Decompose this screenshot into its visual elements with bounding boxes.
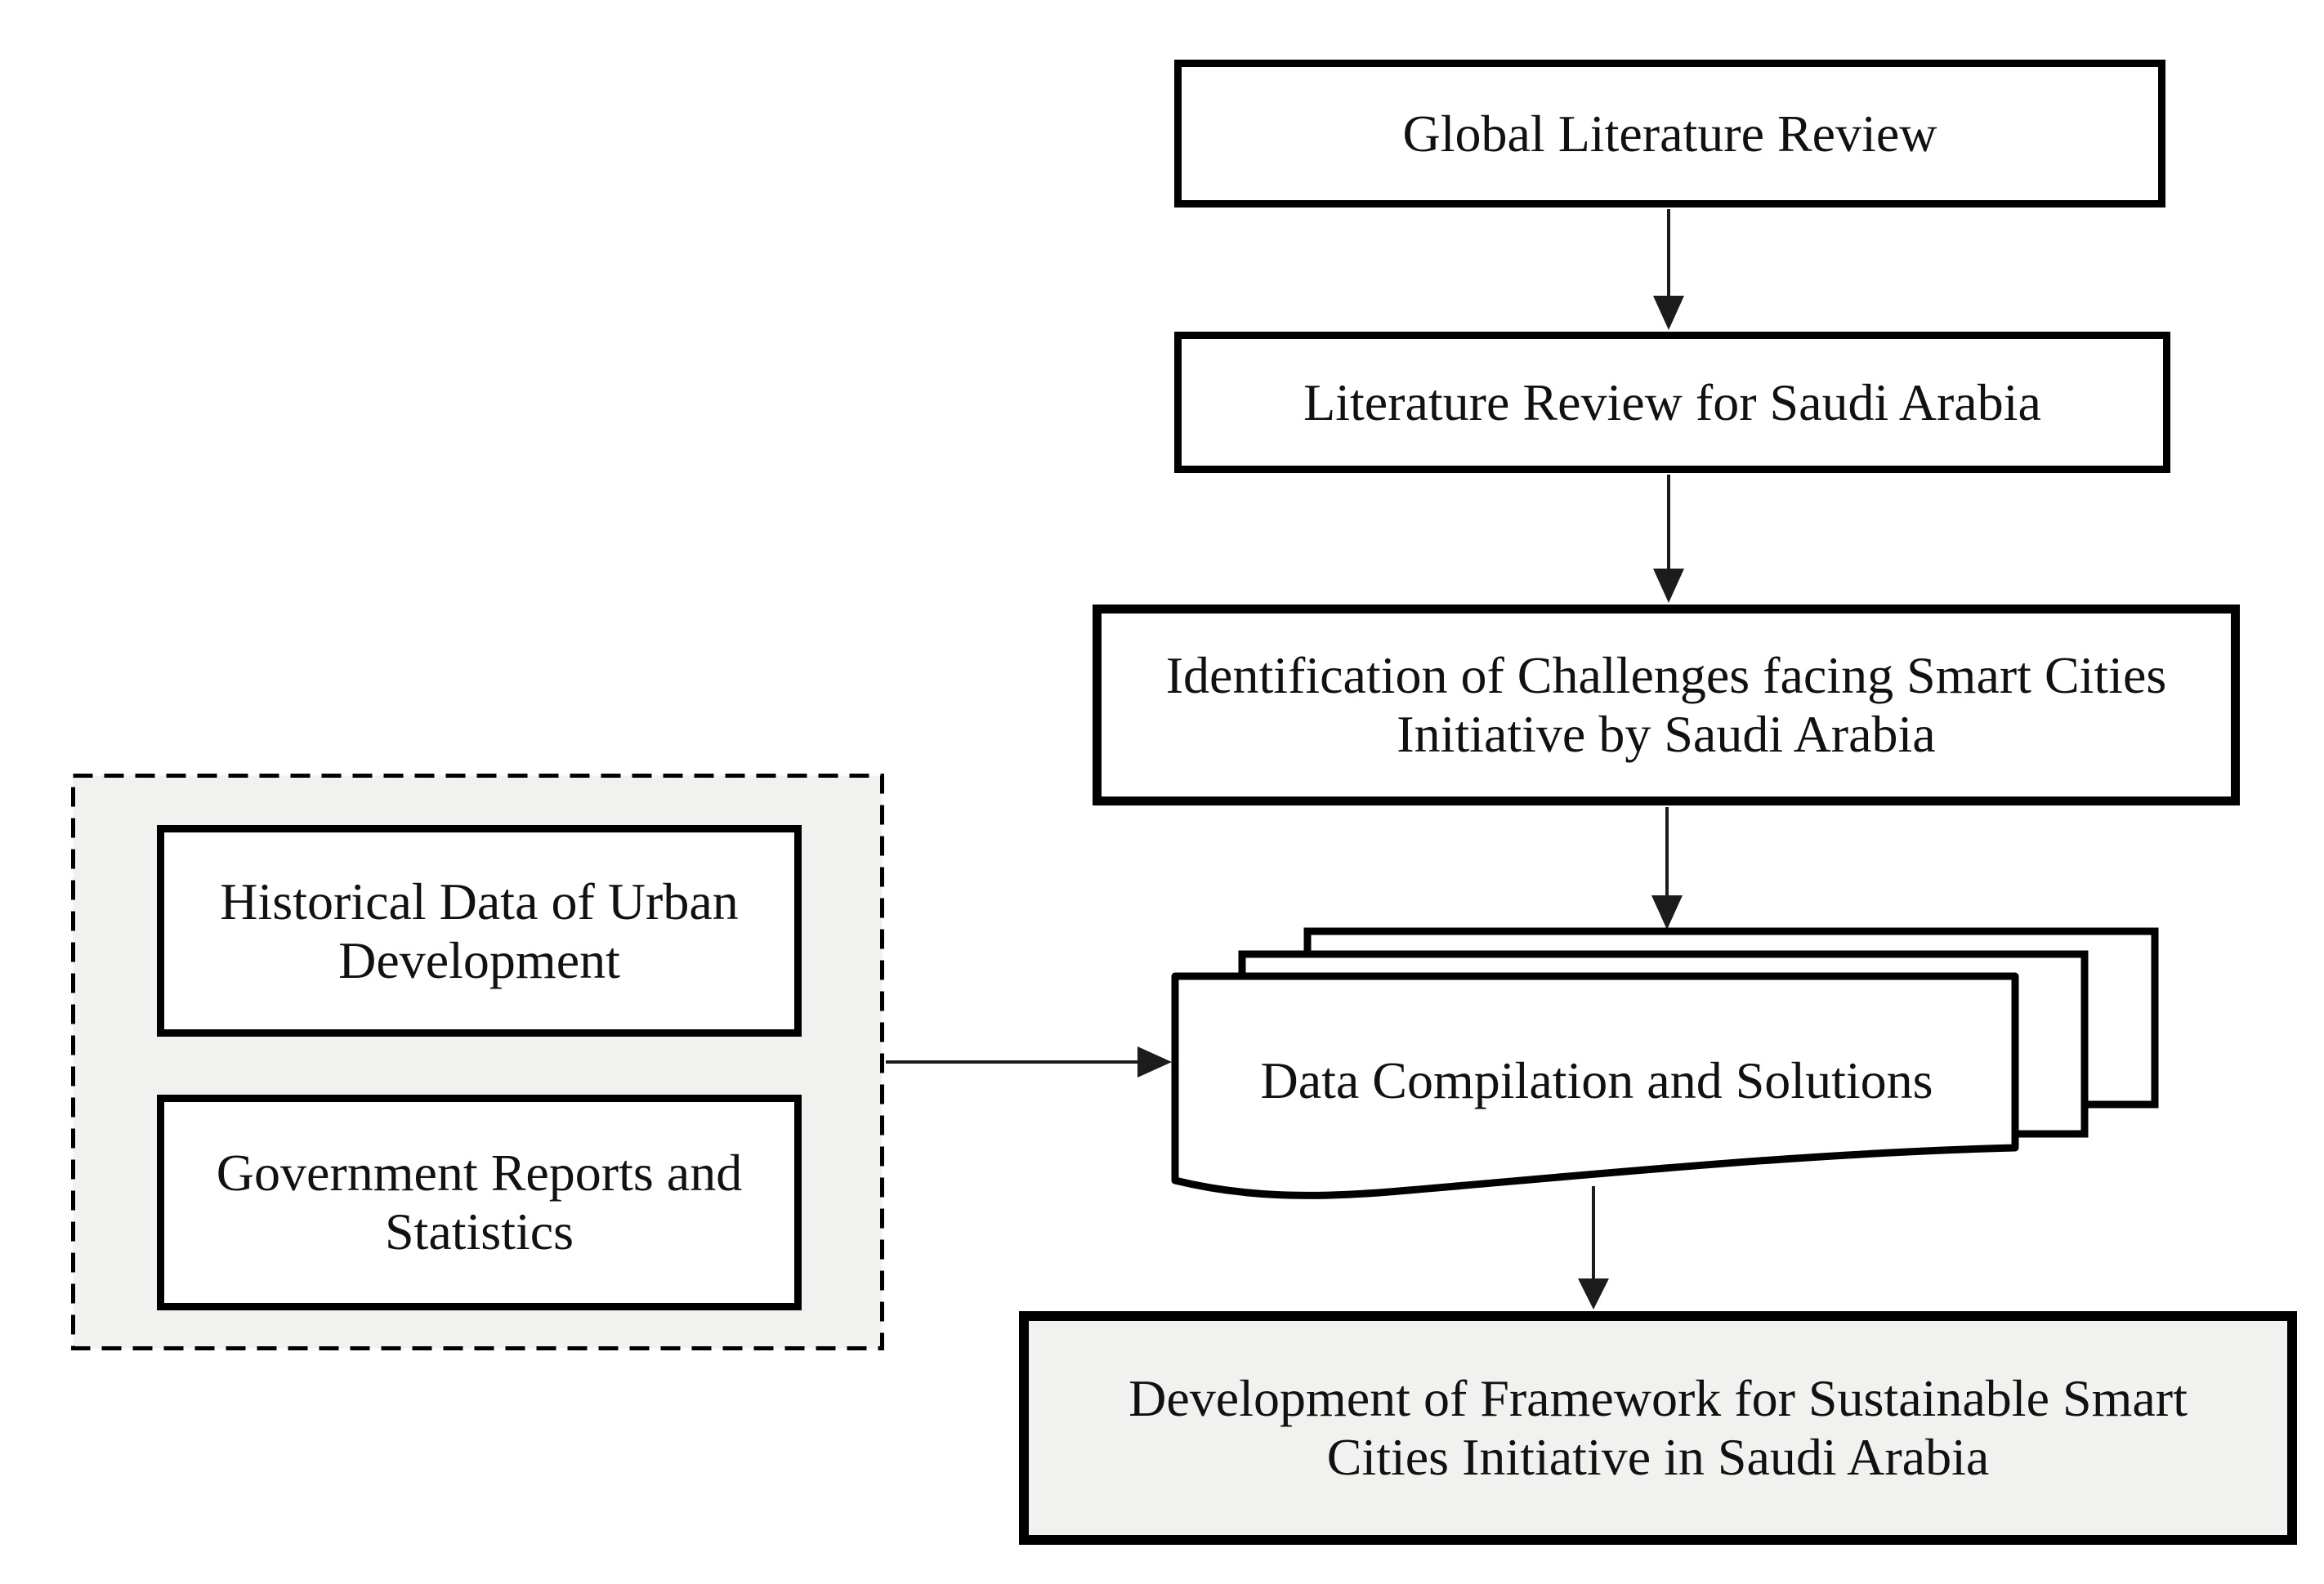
node-literature-review-saudi-arabia: Literature Review for Saudi Arabia (1174, 332, 2170, 473)
node-data-compilation-and-solutions: Data Compilation and Solutions (1183, 980, 2010, 1180)
node-global-literature-review: Global Literature Review (1174, 60, 2165, 207)
node-label-line1: Identification of Challenges facing Smar… (1165, 646, 2167, 704)
node-label: Global Literature Review (1402, 104, 1937, 163)
node-identification-of-challenges: Identification of Challenges facing Smar… (1093, 605, 2240, 805)
node-label: Literature Review for Saudi Arabia (1303, 373, 2041, 431)
node-label-line1: Government Reports and (216, 1144, 743, 1202)
node-label-line2: Cities Initiative in Saudi Arabia (1326, 1428, 1990, 1486)
arrow-compilation-to-framework (1578, 1186, 1609, 1310)
document-stack (1171, 927, 2159, 1199)
node-label: Data Compilation and Solutions (1260, 1051, 1933, 1109)
document-page-front (1171, 972, 2019, 1199)
arrow-global-to-saudi (1653, 209, 1684, 330)
node-development-of-framework: Development of Framework for Sustainable… (1019, 1311, 2297, 1545)
node-label-line2: Development (338, 930, 620, 989)
node-label-line1: Development of Framework for Sustainable… (1128, 1369, 2188, 1427)
node-historical-data-urban-development: Historical Data of Urban Development (157, 825, 802, 1037)
arrow-sources-to-compilation (886, 1046, 1172, 1078)
node-label-line2: Statistics (384, 1203, 574, 1261)
node-label-line2: Initiative by Saudi Arabia (1397, 705, 1936, 763)
node-government-reports-statistics: Government Reports and Statistics (157, 1095, 802, 1310)
arrow-challenges-to-compilation (1651, 807, 1683, 930)
node-label-line1: Historical Data of Urban (220, 872, 739, 930)
arrow-saudi-to-challenges (1653, 475, 1684, 603)
